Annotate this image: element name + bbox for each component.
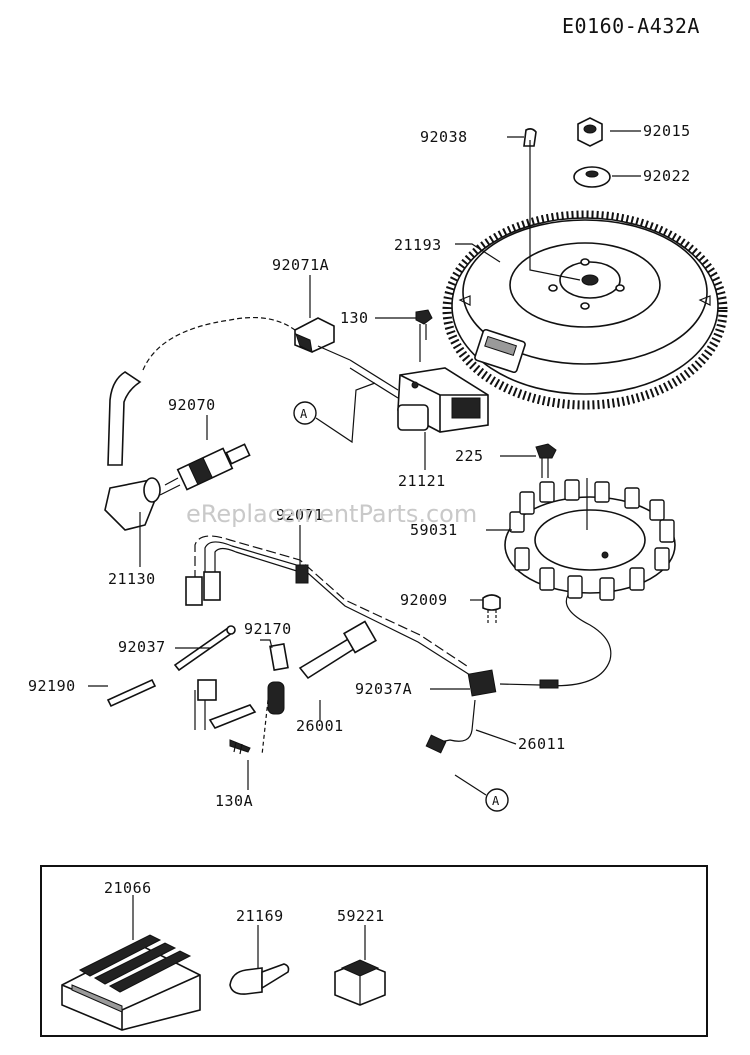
terminal-21169 [229, 963, 290, 995]
wire-harness [185, 535, 497, 754]
label-26001: 26001 [296, 717, 344, 735]
svg-text:A: A [300, 407, 308, 421]
watermark: eReplacementParts.com [186, 500, 477, 528]
label-92070: 92070 [168, 396, 216, 414]
label-92037: 92037 [118, 638, 166, 656]
washer-92022 [573, 166, 611, 188]
label-92071A: 92071A [272, 256, 329, 274]
callout-a-bottom: A [454, 774, 509, 812]
leader-lines [88, 130, 641, 968]
pin-92037 [173, 625, 236, 672]
part-labels: 92038 92015 92022 21193 92071A 130 92070… [28, 122, 691, 810]
label-26011: 26011 [518, 735, 566, 753]
label-21121: 21121 [398, 472, 446, 490]
flywheel-21193 [442, 210, 728, 410]
bolt-225 [535, 443, 557, 478]
label-21130: 21130 [108, 570, 156, 588]
label-59031: 59031 [410, 521, 458, 539]
callout-a-top: A [293, 382, 376, 444]
svg-text:A: A [492, 794, 500, 808]
rod-92190 [106, 678, 157, 708]
label-130: 130 [340, 309, 369, 327]
label-92038: 92038 [420, 128, 468, 146]
screw-130A [229, 739, 251, 755]
label-21066: 21066 [104, 879, 152, 897]
inset-box: 21066 21169 59221 [40, 865, 708, 1037]
label-92071: 92071 [276, 506, 324, 524]
label-225: 225 [455, 447, 484, 465]
bolt-130 [415, 309, 433, 340]
module-59221 [334, 959, 386, 1006]
spark-plug-92070 [159, 443, 251, 496]
label-130A: 130A [215, 792, 253, 810]
label-92037A: 92037A [355, 680, 412, 698]
stator-59031 [504, 479, 676, 601]
clip-92071A [294, 317, 335, 353]
nut-92015 [577, 117, 603, 147]
diagram-code: E0160-A432A [562, 14, 700, 38]
connector-92170 [194, 643, 289, 756]
label-92009: 92009 [400, 591, 448, 609]
regulator-21066 [61, 934, 201, 1031]
ignition-coil-21121 [349, 340, 489, 433]
connector-26001 [298, 620, 377, 680]
key-92038 [523, 128, 537, 147]
label-59221: 59221 [337, 907, 385, 925]
label-92022: 92022 [643, 167, 691, 185]
label-92015: 92015 [643, 122, 691, 140]
label-92170: 92170 [244, 620, 292, 638]
label-21193: 21193 [394, 236, 442, 254]
label-92190: 92190 [28, 677, 76, 695]
label-21169: 21169 [236, 907, 284, 925]
bolt-92009 [482, 594, 501, 625]
plug-cap-21130 [104, 371, 161, 531]
